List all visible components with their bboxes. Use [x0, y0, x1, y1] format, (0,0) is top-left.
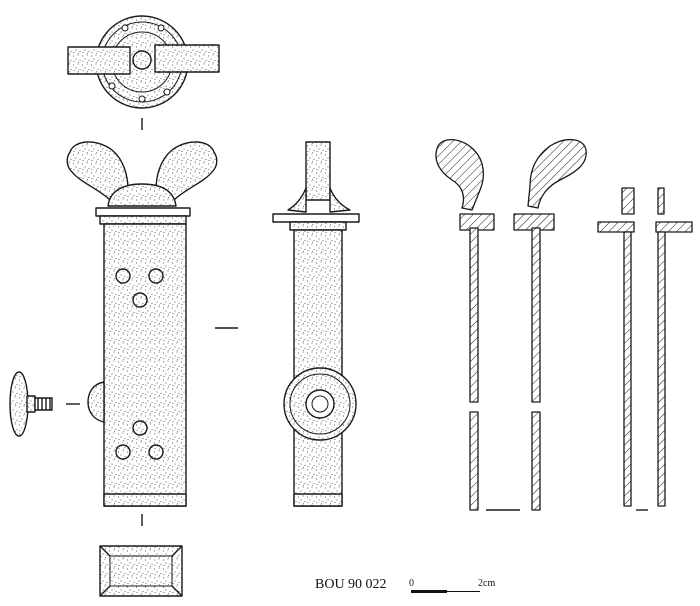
top-view [67, 15, 220, 109]
bottom-view [99, 545, 183, 597]
thumb-screw [9, 371, 53, 437]
scale-start-label: 0 [409, 578, 414, 589]
catalogue-number: BOU 90 022 [315, 577, 387, 592]
scale-end-label: 2cm [478, 578, 495, 589]
section-b [597, 187, 693, 507]
side-view [272, 141, 360, 507]
section-a [435, 139, 587, 511]
scale-bar: 0 2cm [409, 578, 495, 593]
front-view [66, 141, 218, 507]
caption: BOU 90 022 [315, 577, 387, 592]
axis-marks [66, 118, 648, 526]
